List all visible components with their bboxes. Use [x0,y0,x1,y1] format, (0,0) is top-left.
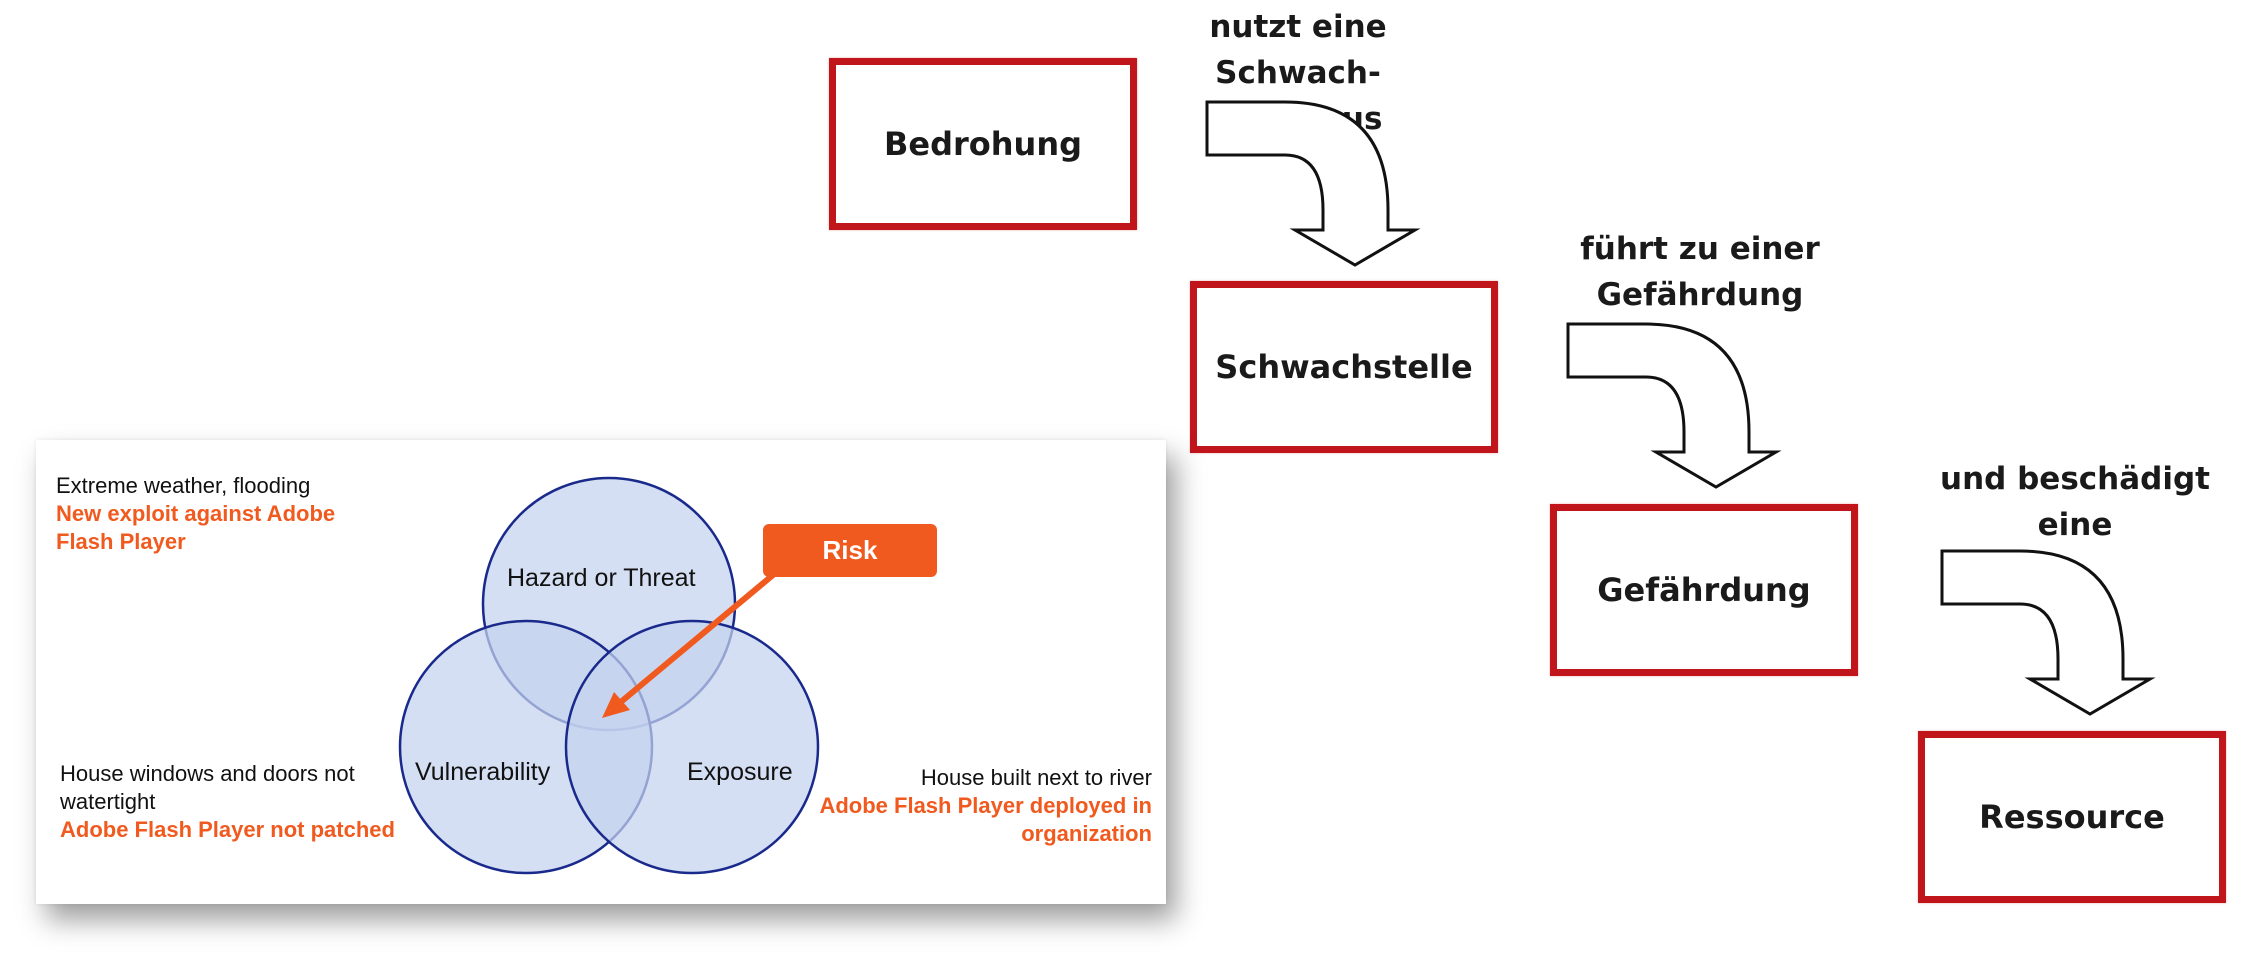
hazard-example-plain: Extreme weather, flooding [56,473,311,498]
risk-arrow [613,572,776,709]
bent-arrow-icon [1940,549,2156,716]
bent-arrow-icon [1205,100,1421,267]
hazard-example: Extreme weather, flooding New exploit ag… [56,472,376,556]
hazard-circle-label: Hazard or Threat [507,564,696,592]
exposure-example-highlight: Adobe Flash Player deployed in organizat… [819,793,1152,846]
vulnerability-example-plain: House windows and doors not watertight [60,761,355,814]
venn-diagram [398,476,820,875]
exposure-example: House built next to river Adobe Flash Pl… [816,764,1152,848]
risk-badge: Risk [763,524,937,577]
risk-arrowhead-icon [602,692,630,718]
exposure-circle-label: Exposure [687,758,793,786]
flow-box-schwachstelle: Schwachstelle [1190,281,1498,453]
flow-box-ressource: Ressource [1918,731,2226,903]
connector-label-2: führt zu einer Gefährdung [1530,226,1870,318]
bent-arrow-icon [1566,322,1782,489]
hazard-example-highlight: New exploit against Adobe Flash Player [56,501,336,554]
vulnerability-example-highlight: Adobe Flash Player not patched [60,817,395,842]
vulnerability-circle-label: Vulnerability [415,758,551,786]
connector-label-1-line1: nutzt eine Schwach- [1209,9,1387,91]
connector-label-2-line2: Gefährdung [1596,277,1804,313]
connector-label-3: und beschädigt eine [1905,456,2245,548]
flow-box-gefaehrdung: Gefährdung [1550,504,1858,676]
exposure-example-plain: House built next to river [920,765,1152,790]
connector-label-3-line1: und beschädigt [1940,461,2210,497]
flow-box-bedrohung: Bedrohung [829,58,1137,230]
risk-venn-slide: Hazard or Threat Vulnerability Exposure … [36,440,1166,904]
venn-circle-exposure [564,619,820,875]
connector-label-2-line1: führt zu einer [1580,231,1820,267]
vulnerability-example: House windows and doors not watertight A… [60,760,410,844]
connector-label-3-line2: eine [2037,507,2113,543]
